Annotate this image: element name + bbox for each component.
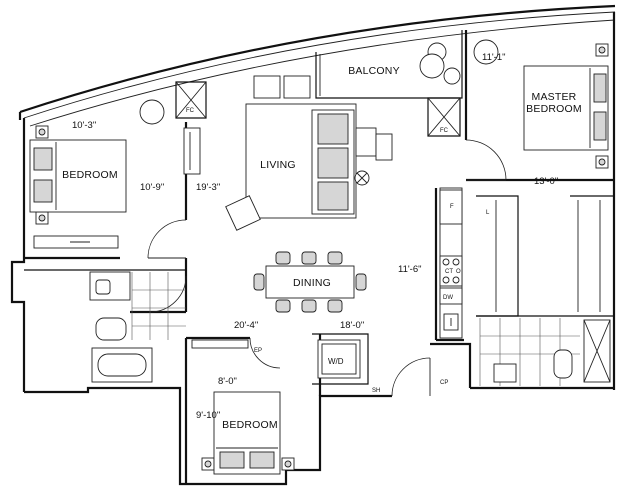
radiator-icon xyxy=(281,457,295,471)
dim-kitchen-length: 11'-6" xyxy=(398,264,422,275)
balcony-chair-icon xyxy=(443,67,461,85)
toilet-icon xyxy=(95,317,127,341)
washer-dryer-icon xyxy=(317,339,361,379)
room-labels: LIVING DINING BEDROOM BEDROOM MASTER BED… xyxy=(62,91,582,431)
chair-icon xyxy=(301,251,317,265)
balcony-area: BALCONY xyxy=(315,30,463,99)
dim-bedroom-left-width: 10'-3" xyxy=(72,120,96,131)
chair-icon xyxy=(375,133,393,161)
balcony-table-icon xyxy=(419,53,445,79)
radiator-icon xyxy=(595,43,609,57)
radiator-icon xyxy=(35,125,49,139)
dim-master-width: 11'-1" xyxy=(482,52,506,63)
fixture-tags: FC FC F CT O DW W/D EP SH CP L xyxy=(186,108,490,394)
bathroom-master xyxy=(479,318,611,386)
dim-bedroom-left-length: 10'-9" xyxy=(140,182,164,193)
sink-icon xyxy=(95,279,111,295)
dim-kitchen-width: 18'-0" xyxy=(340,320,364,331)
dishwasher-icon xyxy=(439,287,463,305)
armchair-icon xyxy=(283,75,311,99)
master-furniture xyxy=(473,39,609,151)
closet-rod-icon xyxy=(191,339,249,349)
pillow-icon xyxy=(219,451,245,469)
dining-label: DINING xyxy=(293,277,331,289)
laundry xyxy=(317,339,361,379)
pillow-icon xyxy=(593,111,607,141)
tag-fc-left: FC xyxy=(186,108,195,114)
dim-bedroom-bottom-width: 8'-0" xyxy=(218,376,237,387)
tag-closet-pantry: CP xyxy=(440,380,448,386)
chair-icon xyxy=(327,251,343,265)
toilet-icon xyxy=(553,349,573,379)
bedroom-bottom-label: BEDROOM xyxy=(222,419,278,431)
doors xyxy=(147,139,507,397)
bathroom-left xyxy=(89,271,186,383)
tag-fc-right: FC xyxy=(440,128,449,134)
window-markers xyxy=(35,43,609,471)
tag-electrical-panel: EP xyxy=(254,348,262,354)
radiator-icon xyxy=(201,457,215,471)
dim-bedroom-bottom-length: 9'-10" xyxy=(196,410,220,421)
chair-icon xyxy=(275,251,291,265)
door-swing-icon xyxy=(249,337,281,369)
tag-oven: O xyxy=(456,269,461,275)
dining-table-icon xyxy=(265,265,355,299)
living-rug xyxy=(245,103,357,219)
armchair-icon xyxy=(225,195,261,231)
pillow-icon xyxy=(593,73,607,103)
master-label-line1: MASTER xyxy=(532,91,577,103)
kitchen xyxy=(439,187,463,339)
master-label-line2: BEDROOM xyxy=(526,103,582,115)
armchair-icon xyxy=(139,99,165,125)
side-table-icon xyxy=(355,127,377,157)
door-swing-icon xyxy=(149,275,187,313)
chair-icon xyxy=(327,299,343,313)
tag-laundry: W/D xyxy=(328,357,344,366)
balcony-label: BALCONY xyxy=(348,65,400,77)
bathtub-icon xyxy=(91,347,153,383)
radiator-icon xyxy=(35,211,49,225)
pillow-icon xyxy=(33,147,53,171)
armchair-icon xyxy=(253,75,281,99)
dim-master-length: 13'-0" xyxy=(534,176,558,187)
fridge-icon xyxy=(439,189,463,225)
curved-facade xyxy=(18,4,616,127)
tag-fridge: F xyxy=(450,204,454,210)
armchair-icon xyxy=(473,39,499,65)
chair-icon xyxy=(301,299,317,313)
chair-icon xyxy=(355,273,367,291)
tag-shelf: SH xyxy=(372,388,380,394)
pillow-icon xyxy=(249,451,275,469)
dim-dining-width: 20'-4" xyxy=(234,320,258,331)
tag-cooktop: CT xyxy=(445,269,453,275)
sink-icon xyxy=(493,363,517,383)
dim-living-length: 19'-3" xyxy=(196,182,220,193)
door-swing-icon xyxy=(465,139,507,181)
bedroom-bottom-furniture xyxy=(191,339,281,475)
chair-icon xyxy=(275,299,291,313)
door-swing-icon xyxy=(147,219,187,259)
bedroom-left-furniture xyxy=(29,99,165,249)
bedroom-left-label: BEDROOM xyxy=(62,169,118,181)
radiator-icon xyxy=(595,155,609,169)
living-furniture xyxy=(183,75,393,231)
tag-linen: L xyxy=(486,210,490,216)
chair-icon xyxy=(253,273,265,291)
dimension-labels: 10'-3" 10'-9" 19'-3" 11'-1" 13'-0" 11'-6… xyxy=(72,52,558,421)
tv-unit-icon xyxy=(183,127,201,175)
exterior-walls xyxy=(10,12,616,486)
cooktop-icon xyxy=(439,255,463,287)
tag-dishwasher: DW xyxy=(443,295,453,301)
floor-tiles xyxy=(131,272,186,340)
living-label: LIVING xyxy=(260,159,296,171)
pillow-icon xyxy=(33,179,53,203)
entry-door-swing-icon xyxy=(391,357,431,397)
dining-furniture xyxy=(253,251,367,313)
